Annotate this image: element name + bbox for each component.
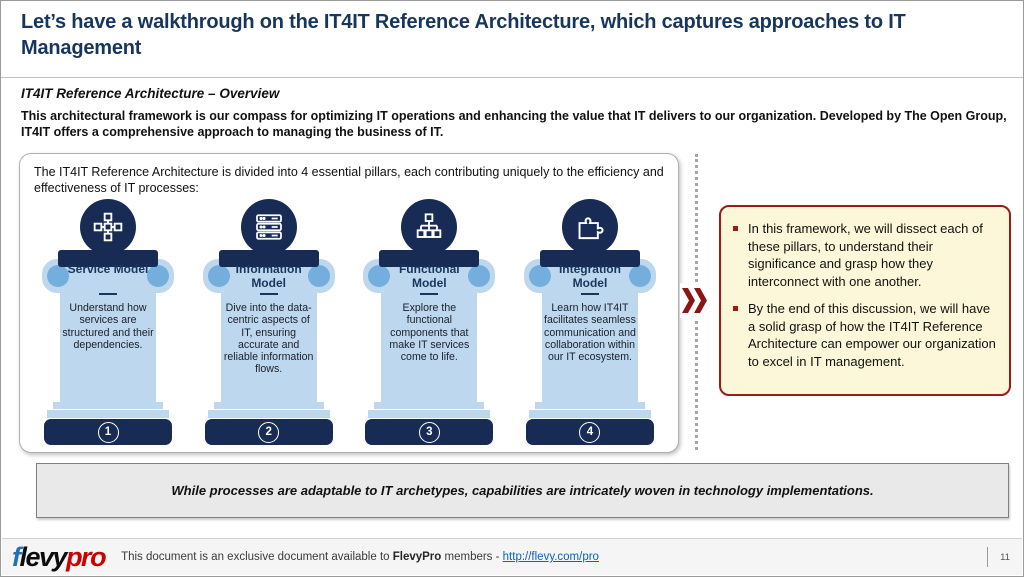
pillar-number-badge: 3 — [365, 419, 494, 445]
puzzle-piece-icon — [561, 199, 618, 255]
org-hierarchy-icon — [401, 199, 458, 255]
pillar-title: Service Model — [67, 262, 149, 276]
pillar-capital — [539, 250, 640, 267]
pillar-body: Dive into the data-centric aspects of IT… — [220, 279, 317, 402]
double-chevron-icon — [680, 283, 709, 318]
pillar-ear-left — [207, 265, 230, 287]
pillar-description: Dive into the data-centric aspects of IT… — [223, 302, 314, 376]
server-stack-icon — [240, 199, 297, 255]
takeaway-banner: While processes are adaptable to IT arch… — [36, 463, 1009, 518]
pillar-ear-left — [528, 265, 551, 287]
pillar-capital — [379, 250, 480, 267]
flevy-link[interactable]: http://flevy.com/pro — [502, 551, 599, 563]
pillar-capital — [218, 250, 319, 267]
pillar-dash — [580, 293, 599, 295]
panel-intro-text: The IT4IT Reference Architecture is divi… — [34, 165, 664, 195]
callout-bullet-item: By the end of this discussion, we will h… — [731, 300, 999, 370]
pillar-ear-right — [468, 265, 491, 287]
network-nodes-icon — [80, 199, 136, 255]
bullet-icon — [733, 306, 738, 311]
pillar-title: Functional Model — [398, 262, 460, 290]
pillar-ear-left — [47, 265, 69, 287]
footer-text-mid: members - — [441, 551, 503, 563]
pillar-description: Learn how IT4IT facilitates seamless com… — [544, 302, 636, 364]
pillar-base-step — [528, 410, 651, 418]
logo-f: f — [12, 541, 21, 572]
footer-right: 11 — [987, 547, 1010, 567]
pillar-ear-right — [147, 265, 169, 287]
pillar-body: Learn how IT4IT facilitates seamless com… — [541, 279, 638, 402]
callout-bullet-item: In this framework, we will dissect each … — [731, 220, 999, 290]
page-title: Let’s have a walkthrough on the IT4IT Re… — [21, 11, 906, 59]
key-points-callout: In this framework, we will dissect each … — [719, 205, 1011, 396]
page-number: 11 — [1000, 551, 1010, 563]
pillar-base-step — [368, 410, 491, 418]
flevypro-logo: flevypro — [12, 541, 107, 572]
footer-text: This document is an exclusive document a… — [121, 551, 599, 563]
bullet-icon — [733, 226, 738, 231]
pillar-integration-model: Integration Model Learn how IT4IT facili… — [523, 199, 656, 445]
pillar-body: Explore the functional components that m… — [381, 279, 478, 402]
pillar-base-step — [53, 402, 163, 409]
logo-pro: pro — [66, 541, 107, 572]
pillar-ear-right — [307, 265, 330, 287]
pillar-dash — [99, 293, 117, 295]
footer-divider — [987, 547, 989, 567]
pillar-title: Information Model — [235, 262, 302, 290]
pillar-number: 1 — [97, 421, 119, 443]
footer-bar: flevypro This document is an exclusive d… — [2, 538, 1022, 575]
pillars-panel: The IT4IT Reference Architecture is divi… — [19, 153, 679, 453]
pillar-title: Integration Model — [558, 262, 621, 290]
pillar-base-step — [374, 402, 485, 409]
footer-brand: FlevyPro — [392, 551, 442, 563]
title-divider — [1, 77, 1023, 78]
pillar-number: 2 — [258, 421, 280, 443]
callout-text: In this framework, we will dissect each … — [748, 221, 983, 289]
pillar-number: 3 — [418, 421, 440, 443]
pillar-functional-model: Functional Model Explore the functional … — [363, 199, 496, 445]
lead-paragraph: This architectural framework is our comp… — [21, 109, 1007, 139]
pillar-dash — [259, 293, 278, 295]
pillar-information-model: Information Model Dive into the data-cen… — [202, 199, 335, 445]
pillar-dash — [420, 293, 439, 295]
pillar-number-badge: 1 — [44, 419, 172, 445]
pillar-number-badge: 2 — [204, 419, 333, 445]
pillar-description: Understand how services are structured a… — [62, 302, 154, 351]
section-subtitle: IT4IT Reference Architecture – Overview — [21, 86, 280, 101]
callout-text: By the end of this discussion, we will h… — [748, 301, 996, 369]
pillar-number-badge: 4 — [525, 419, 654, 445]
pillar-capital — [58, 250, 158, 267]
pillar-number: 4 — [579, 421, 601, 443]
logo-levy: levy — [19, 541, 68, 572]
pillar-service-model: Service Model Understand how services ar… — [42, 199, 174, 445]
pillar-ear-left — [368, 265, 391, 287]
footer-text-prefix: This document is an exclusive document a… — [121, 551, 393, 563]
pillar-base-step — [534, 402, 645, 409]
pillar-base-step — [207, 410, 330, 418]
pillar-body: Understand how services are structured a… — [60, 279, 156, 402]
pillars-row: Service Model Understand how services ar… — [20, 199, 678, 445]
pillar-ear-right — [628, 265, 651, 287]
takeaway-text: While processes are adaptable to IT arch… — [171, 483, 874, 498]
pillar-base-step — [47, 410, 169, 418]
pillar-description: Explore the functional components that m… — [389, 302, 470, 364]
pillar-base-step — [213, 402, 324, 409]
